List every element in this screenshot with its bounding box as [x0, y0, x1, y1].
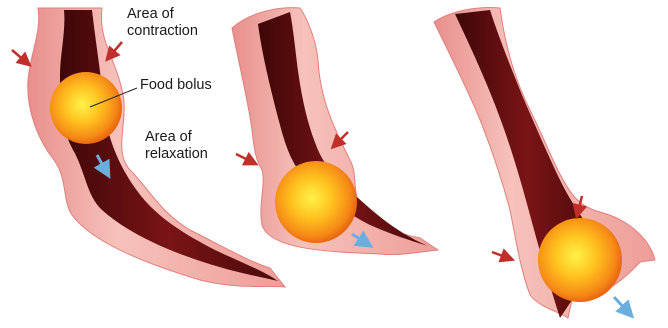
relaxation-label-line-2: relaxation — [145, 146, 208, 163]
contraction-label-line-2: contraction — [127, 23, 198, 40]
bolus-motion-arrow-icon — [614, 297, 628, 312]
contraction-arrow-icon — [236, 154, 252, 162]
stage-2 — [232, 8, 438, 255]
contraction-label-line-1: Area of — [127, 6, 198, 23]
contraction-arrow-icon — [110, 42, 122, 56]
contraction-arrow-icon — [12, 50, 26, 62]
relaxation-label-line-1: Area of — [145, 129, 208, 146]
contraction-label: Area of contraction — [127, 6, 198, 40]
food-bolus-3 — [538, 218, 622, 302]
relaxation-label: Area of relaxation — [145, 129, 208, 163]
food-bolus-2 — [275, 161, 357, 243]
stage-3 — [434, 8, 655, 318]
bolus-label: Food bolus — [140, 77, 212, 94]
contraction-arrow-icon — [492, 252, 508, 258]
food-bolus-1 — [50, 72, 122, 144]
